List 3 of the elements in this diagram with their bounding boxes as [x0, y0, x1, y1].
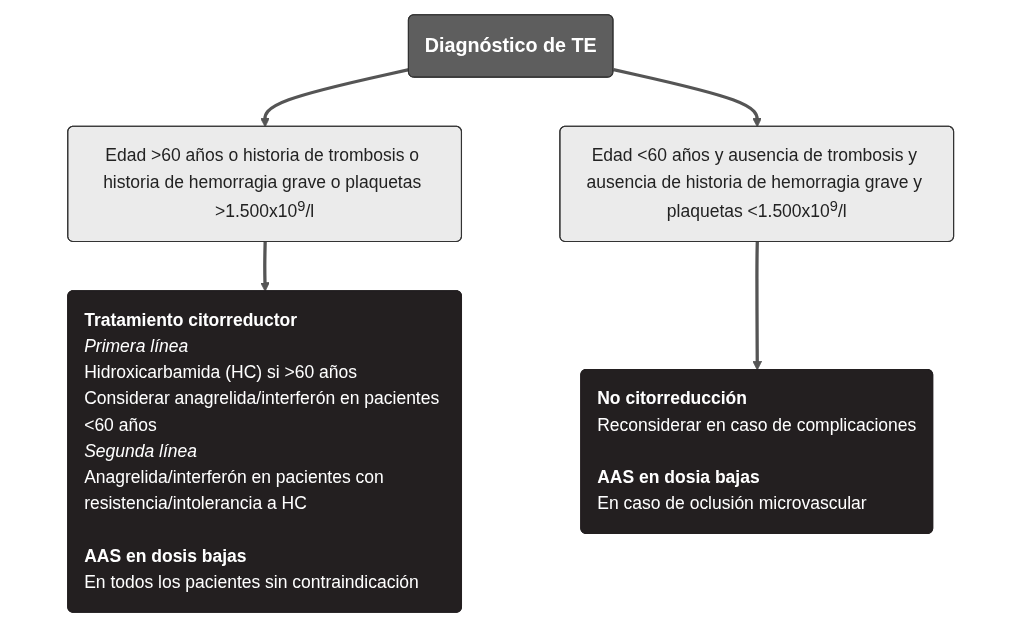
arrow	[612, 68, 762, 128]
arrow	[752, 242, 762, 371]
arrow	[259, 242, 270, 292]
